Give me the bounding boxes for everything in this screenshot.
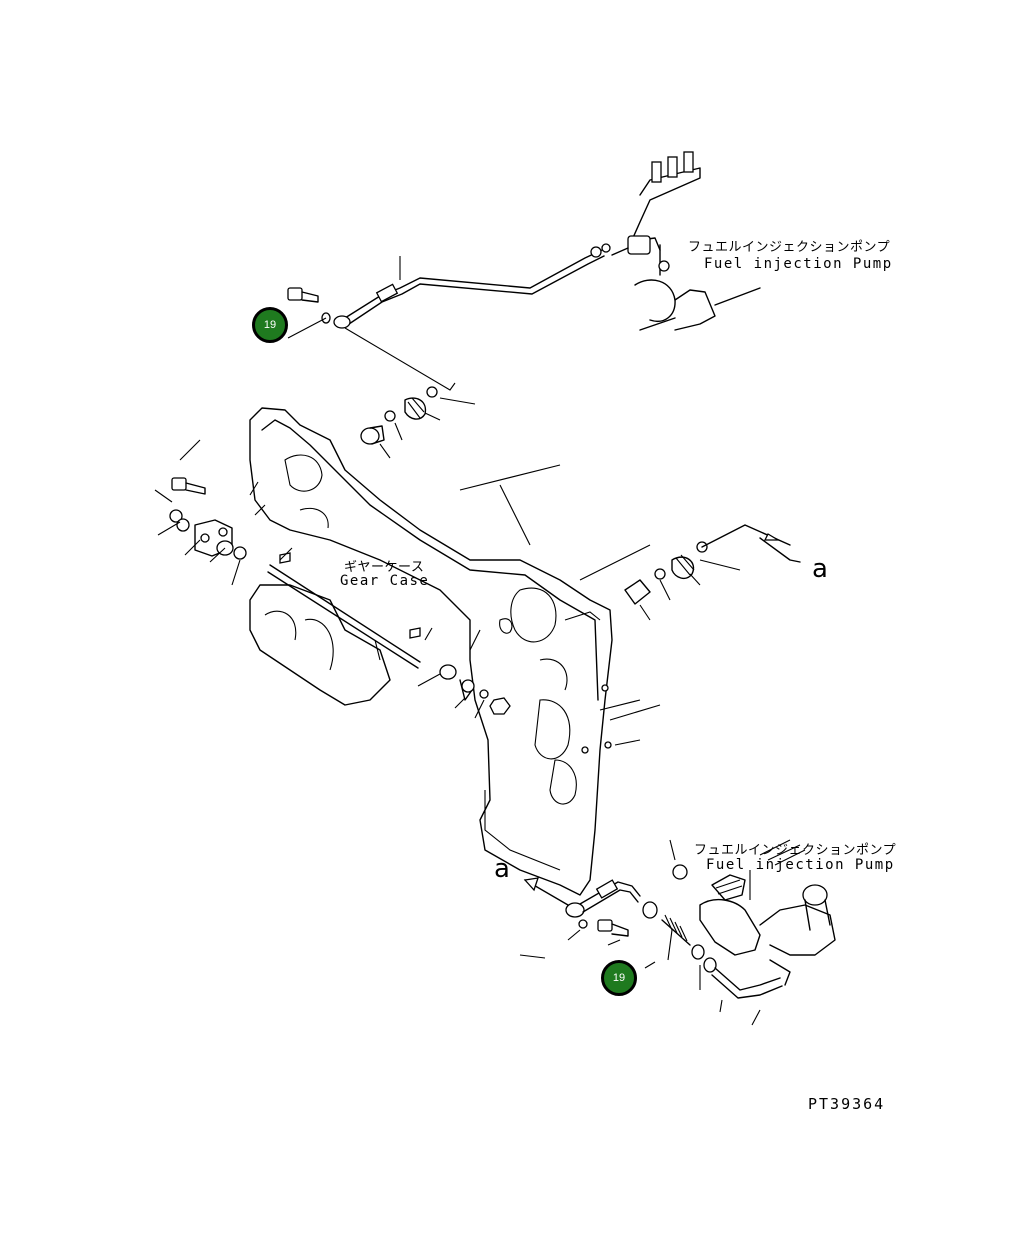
reference-a-right: a <box>812 554 828 584</box>
gear-case <box>249 407 661 896</box>
lower-cover <box>249 584 391 706</box>
upper-banjo-bolt <box>287 287 331 339</box>
upper-fuel-line <box>333 243 611 391</box>
gear-case-label-en: Gear Case <box>340 573 430 589</box>
upper-pump-label-jp: フュエルインジェクションポンプ <box>688 240 891 255</box>
upper-injection-pump <box>611 151 761 331</box>
callout-19-upper[interactable]: 19 <box>252 307 288 343</box>
drawing-code: PT39364 <box>808 1095 886 1113</box>
upper-pump-label-en: Fuel injection Pump <box>704 256 893 272</box>
callout-19-lower[interactable]: 19 <box>601 960 637 996</box>
lower-injection-pump <box>669 839 836 986</box>
right-seal-set <box>579 524 801 621</box>
lower-pump-label-en: Fuel injection Pump <box>706 857 895 873</box>
upper-seal-set <box>360 386 476 459</box>
gear-case-label-jp: ギヤーケース <box>344 560 425 575</box>
reference-a-lower: a <box>494 854 510 884</box>
lower-fuel-line <box>519 877 783 1026</box>
lower-pump-label-jp: フュエルインジェクションポンプ <box>694 843 897 858</box>
left-shaft-assembly <box>154 439 511 719</box>
